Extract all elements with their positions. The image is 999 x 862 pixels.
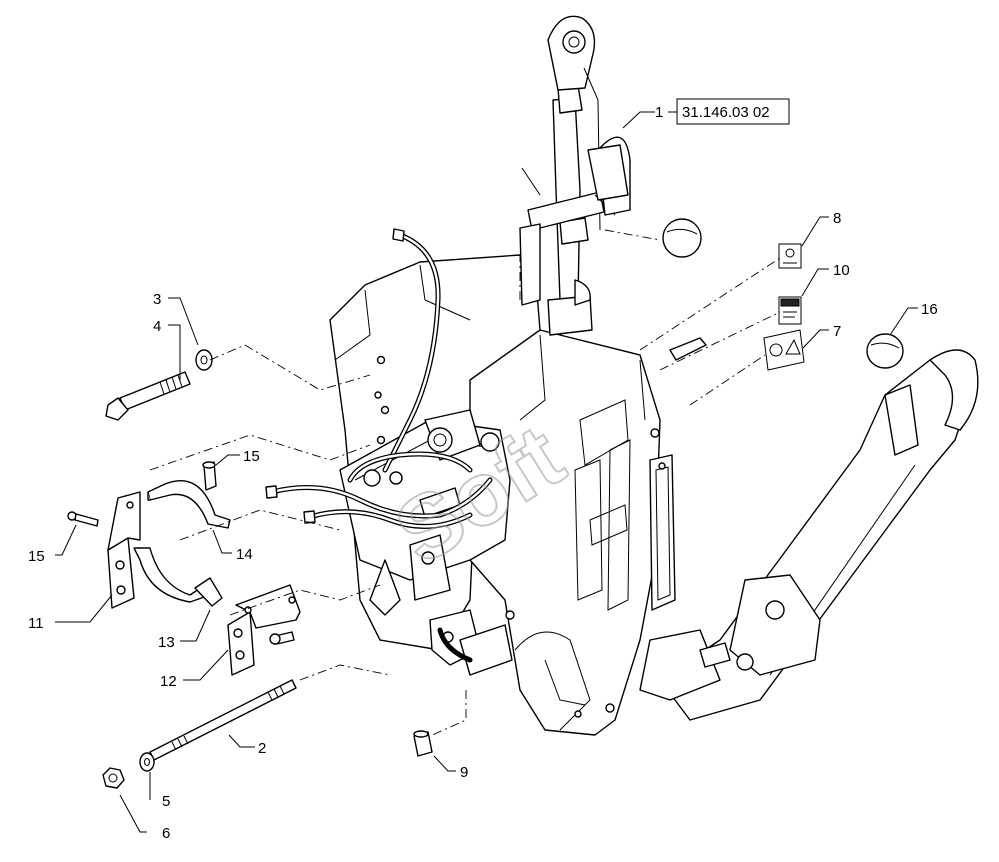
- clamp-14: [147, 479, 231, 529]
- callout-labels: 1 2 3 4 5 6 7 8 9 10 11 12 13 14 15 15 1…: [28, 104, 938, 842]
- callout-4: 4: [153, 318, 161, 335]
- callout-1: 1: [655, 104, 663, 121]
- washer-3: [195, 349, 213, 371]
- callout-6: 6: [162, 825, 170, 842]
- reference-code-box: 31.146.03 02: [676, 98, 790, 125]
- bracket-12: [227, 584, 301, 676]
- callout-13: 13: [158, 634, 175, 651]
- ball-joint-16: [866, 333, 904, 369]
- callout-9: 9: [460, 764, 468, 781]
- top-link-assembly: [519, 15, 631, 336]
- callout-11: 11: [28, 615, 44, 632]
- callout-15-top: 15: [243, 448, 260, 465]
- callout-8: 8: [833, 210, 841, 227]
- callout-5: 5: [162, 793, 170, 810]
- washer-5: [139, 752, 155, 772]
- stud-2: [149, 679, 297, 761]
- callout-3: 3: [153, 291, 161, 308]
- bolt-4: [105, 371, 191, 421]
- bracket-11: [107, 491, 211, 609]
- hydraulic-hoses: [265, 228, 493, 663]
- callout-16: 16: [921, 301, 938, 318]
- screw-15-top: [202, 461, 217, 491]
- decal-10: [778, 296, 802, 325]
- callout-2: 2: [258, 740, 266, 757]
- callout-14: 14: [236, 546, 253, 563]
- reference-code: 31.146.03 02: [682, 104, 770, 121]
- callout-10: 10: [833, 262, 850, 279]
- nut-6: [102, 767, 125, 789]
- assembly-center-lines: [149, 229, 781, 737]
- callout-7: 7: [833, 323, 841, 340]
- clamp-13: [194, 577, 223, 607]
- decal-7: [763, 329, 805, 371]
- decal-8: [778, 243, 802, 269]
- callout-15-left: 15: [28, 548, 45, 565]
- callout-12: 12: [160, 673, 177, 690]
- callout-leaders: [55, 111, 918, 833]
- screw-15-left: [67, 511, 99, 527]
- ball-joint-top: [662, 218, 702, 258]
- pin-9: [413, 730, 433, 757]
- lower-lifting-arm: [639, 349, 979, 721]
